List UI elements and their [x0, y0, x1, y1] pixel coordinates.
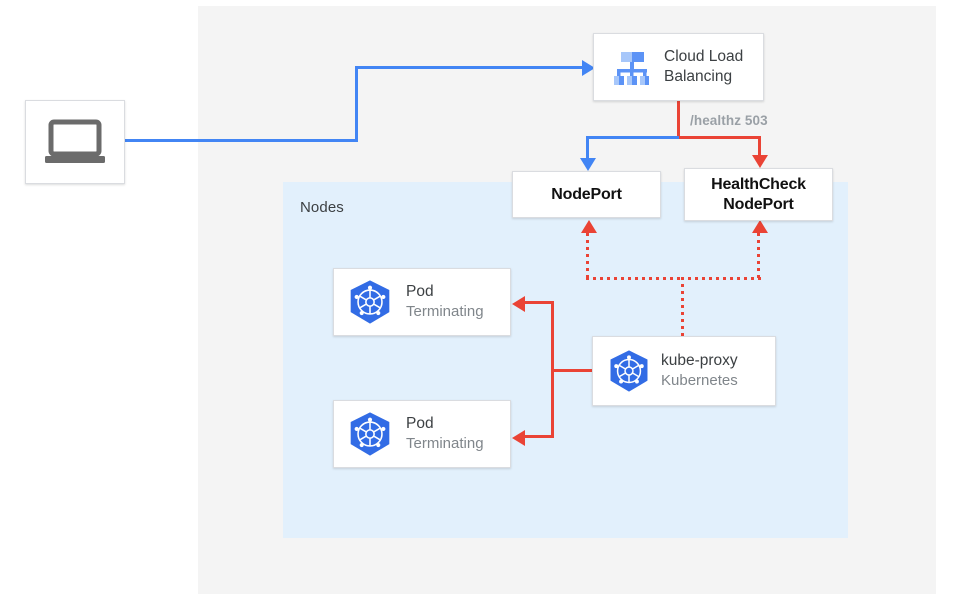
cloud-load-balancing-icon — [594, 45, 664, 89]
edge-client-to-clb-v — [355, 66, 358, 142]
edge-kubeproxy-dotted-trunk — [681, 277, 684, 337]
nodeport-label: NodePort — [551, 185, 622, 203]
edge-clb-to-nodeport-v — [586, 136, 589, 160]
edge-client-to-clb-h1 — [125, 139, 358, 142]
healthcheck-nodeport-box[interactable]: HealthCheck NodePort — [684, 168, 833, 221]
edge-to-pod1-h — [524, 301, 554, 304]
kube-proxy-node[interactable]: kube-proxy Kubernetes — [592, 336, 776, 406]
edge-client-to-clb-h2 — [355, 66, 585, 69]
arrowhead-to-healthcheck-nodeport — [751, 155, 768, 168]
kubernetes-icon — [593, 349, 661, 393]
edge-kubeproxy-dotted-to-healthcheck — [757, 233, 760, 279]
arrowhead-dotted-to-healthcheck-nodeport — [751, 220, 768, 233]
nodeport-box[interactable]: NodePort — [512, 171, 661, 218]
pod-status: Terminating — [406, 435, 484, 453]
region-nodes-label: Nodes — [300, 199, 344, 216]
edge-clb-to-nodeport-h — [586, 136, 679, 139]
arrowhead-dotted-to-nodeport — [580, 220, 597, 233]
arrowhead-to-nodeport — [579, 158, 596, 171]
edge-clb-to-hc-h — [677, 136, 761, 139]
healthcheck-nodeport-label-line1: HealthCheck — [711, 176, 806, 194]
pod-title: Pod — [406, 283, 434, 301]
edge-kubeproxy-dotted-h-right — [681, 277, 761, 280]
pod-terminating-1[interactable]: Pod Terminating — [333, 268, 511, 336]
kube-proxy-title: kube-proxy — [661, 352, 738, 370]
kubernetes-icon — [334, 411, 406, 457]
edge-clb-trunk-v — [677, 101, 680, 139]
arrowhead-to-pod1 — [512, 295, 525, 312]
healthcheck-nodeport-label: HealthCheck NodePort — [711, 175, 806, 213]
edge-kubeproxy-dotted-h-left — [586, 277, 684, 280]
arrowhead-to-clb — [582, 59, 595, 76]
cloud-load-balancing-node[interactable]: Cloud Load Balancing — [593, 33, 764, 101]
edge-kubeproxy-dotted-to-nodeport — [586, 233, 589, 279]
edge-kubeproxy-to-pods-v — [551, 301, 554, 438]
kubernetes-icon — [334, 279, 406, 325]
edge-kubeproxy-to-pods-h — [551, 369, 594, 372]
edge-to-pod2-h — [524, 435, 554, 438]
edge-clb-to-hc-v — [758, 136, 761, 157]
kube-proxy-subtitle: Kubernetes — [661, 372, 738, 390]
arrowhead-to-pod2 — [512, 429, 525, 446]
client-node[interactable] — [25, 100, 125, 184]
pod-terminating-2[interactable]: Pod Terminating — [333, 400, 511, 468]
pod-title: Pod — [406, 415, 434, 433]
edge-label-healthz: /healthz 503 — [690, 113, 768, 128]
laptop-icon — [26, 118, 124, 166]
pod-status: Terminating — [406, 303, 484, 321]
cloud-load-balancing-title: Cloud Load Balancing — [664, 48, 744, 85]
healthcheck-nodeport-label-line2: NodePort — [723, 195, 794, 213]
